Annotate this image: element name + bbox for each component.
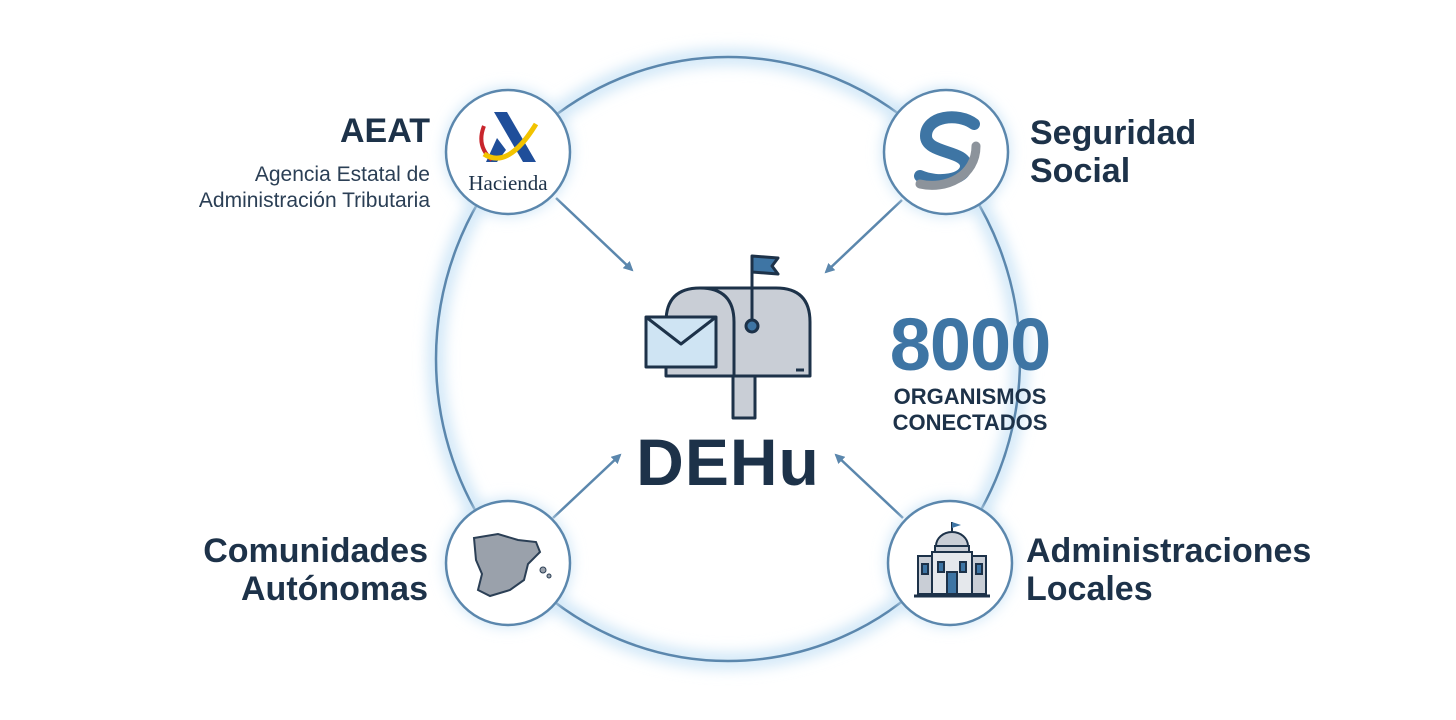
arrow-locales xyxy=(834,453,904,519)
node-locales xyxy=(886,499,1014,627)
town-hall-icon xyxy=(914,522,990,598)
seguridad-social-title-line2: Social xyxy=(1030,152,1131,190)
stat-caption-line2: CONECTADOS xyxy=(892,410,1048,435)
stat-number: 8000 xyxy=(889,303,1052,386)
comunidades-title-line2: Autónomas xyxy=(241,570,428,608)
aeat-label-block: AEAT Agencia Estatal de Administración T… xyxy=(199,112,430,214)
seguridad-social-title-line1: Seguridad xyxy=(1030,114,1197,152)
locales-title-line1: Administraciones xyxy=(1026,532,1312,570)
aeat-title: AEAT xyxy=(339,112,430,150)
node-comunidades xyxy=(444,499,572,627)
arrow-comunidades xyxy=(552,453,622,519)
seguridad-social-label-block: Seguridad Social xyxy=(1030,114,1196,190)
aeat-subtitle-line1: Agencia Estatal de xyxy=(254,163,430,186)
spain-map-icon xyxy=(472,532,552,598)
arrow-aeat xyxy=(555,197,634,272)
comunidades-title-line1: Comunidades xyxy=(203,532,428,570)
hacienda-logo-icon: Hacienda xyxy=(468,112,548,195)
aeat-subtitle-line2: Administración Tributaria xyxy=(198,189,430,212)
envelope-icon xyxy=(644,315,718,369)
node-aeat: Hacienda xyxy=(444,88,572,216)
seguridad-social-logo-icon xyxy=(914,111,981,190)
locales-title-line2: Locales xyxy=(1026,570,1153,608)
stat-block: 8000 ORGANISMOS CONECTADOS xyxy=(880,306,1060,436)
connection-ring xyxy=(428,49,1028,669)
hacienda-logo-text: Hacienda xyxy=(468,171,548,195)
node-seguridad-social xyxy=(882,88,1010,216)
comunidades-label-block: Comunidades Autónomas xyxy=(203,532,428,608)
mailbox-icon xyxy=(644,254,812,420)
dehu-title: DEHu xyxy=(636,425,820,499)
stat-caption-line1: ORGANISMOS xyxy=(893,384,1047,409)
arrow-seguridad-social xyxy=(824,199,903,274)
locales-label-block: Administraciones Locales xyxy=(1026,532,1311,608)
